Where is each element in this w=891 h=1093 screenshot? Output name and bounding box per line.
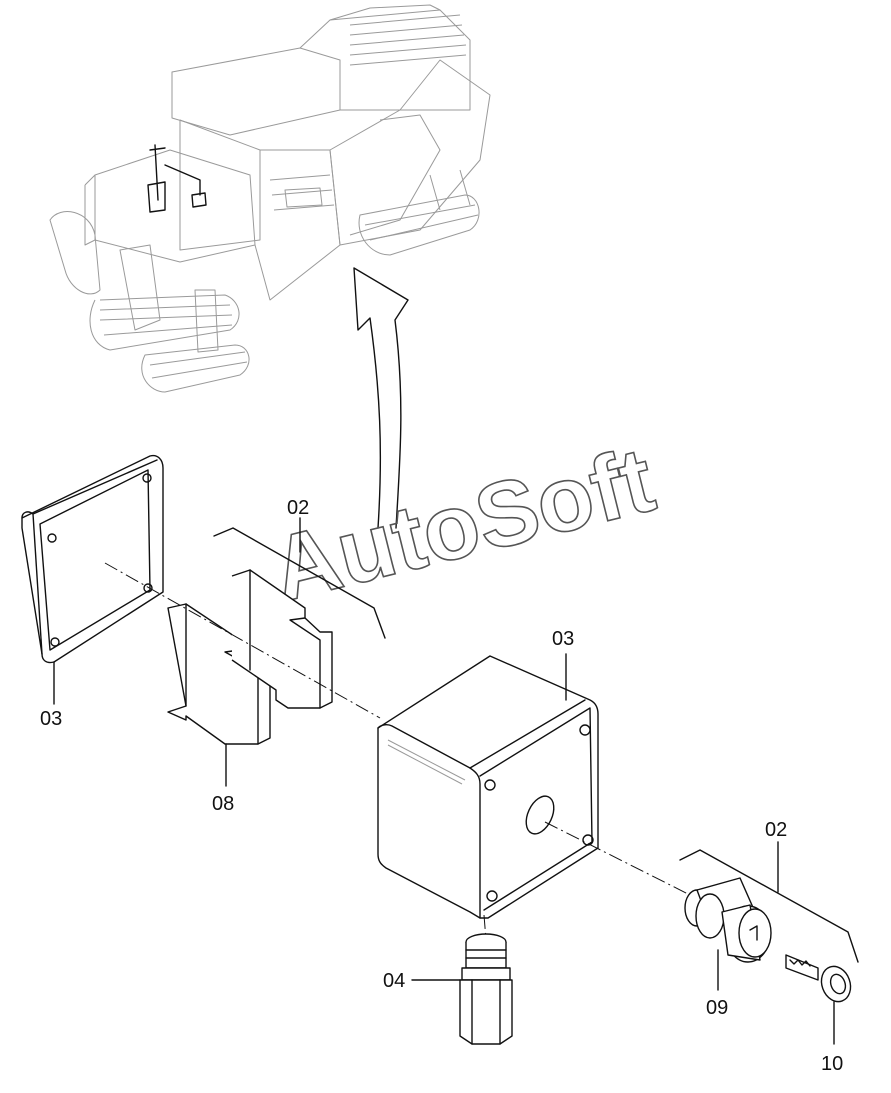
callout-label: 09 [706, 997, 728, 1019]
assembly-axis-right [544, 821, 701, 901]
callout-label: 04 [383, 970, 405, 992]
enclosure-box [377, 655, 599, 919]
location-arrow [353, 267, 409, 529]
callout-label: 02 [287, 497, 309, 519]
bracket-rear [231, 569, 333, 709]
watermark-text: AutoSoft [262, 428, 663, 621]
callout-label: 10 [821, 1053, 843, 1075]
callout-label: 03 [40, 708, 62, 730]
assembly-axis-down [483, 914, 487, 941]
cable-gland [459, 933, 513, 1045]
leader-lines [53, 517, 859, 1045]
cover-plate [21, 454, 164, 664]
machine-overview [49, 4, 491, 393]
callout-label: 03 [552, 628, 574, 650]
callout-label: 02 [765, 819, 787, 841]
assembly-axis-left [104, 562, 381, 719]
callout-label: 08 [212, 793, 234, 815]
key [785, 954, 852, 1003]
key-switch [684, 877, 772, 963]
